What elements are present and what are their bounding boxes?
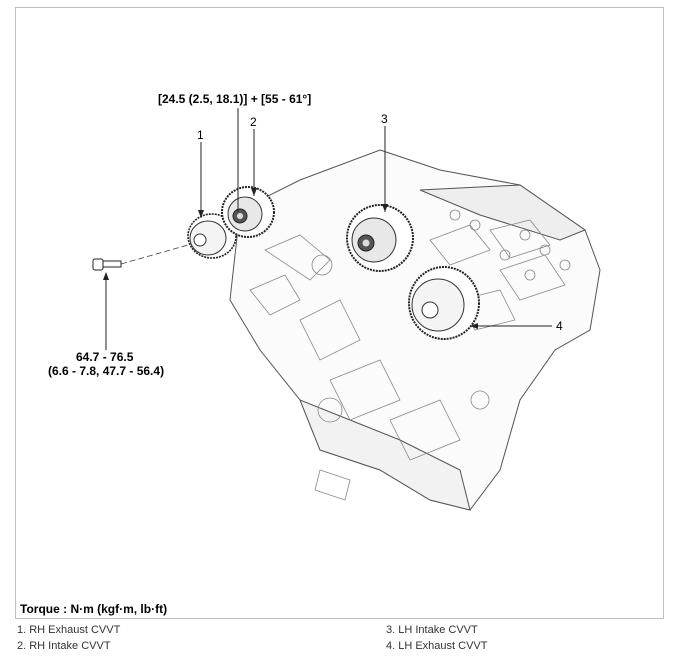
bolt-torque-line2: (6.6 - 7.8, 47.7 - 56.4) <box>48 364 165 378</box>
lh-exhaust-cvvt <box>408 266 480 340</box>
rh-cvvt-bolt-torque: [24.5 (2.5, 18.1)] + [55 - 61°] <box>158 92 312 106</box>
rh-intake-cvvt <box>221 186 275 238</box>
bolt-axis-line <box>120 244 189 265</box>
leader-lines <box>105 108 552 350</box>
engine-block <box>229 149 601 511</box>
callout-number-3: 3 <box>381 112 388 126</box>
legend-item-2: 2. RH Intake CVVT <box>17 640 111 652</box>
legend-item-4: 4. LH Exhaust CVVT <box>386 640 488 652</box>
rh-exhaust-cvvt <box>187 213 237 259</box>
legend-item-1: 1. RH Exhaust CVVT <box>17 624 121 636</box>
callout-number-2: 2 <box>250 115 257 129</box>
engine-details <box>249 209 571 501</box>
engine-diagram <box>92 108 601 511</box>
arrowheads <box>103 188 478 329</box>
callout-number-1: 1 <box>197 128 204 142</box>
callout-number-4: 4 <box>556 319 563 333</box>
legend-item-3: 3. LH Intake CVVT <box>386 624 478 636</box>
bolt-torque-line1: 64.7 - 76.5 <box>76 350 134 364</box>
lh-intake-cvvt <box>346 204 414 272</box>
cvvt-bolt <box>92 258 122 271</box>
torque-unit-label: Torque : N·m (kgf·m, lb·ft) <box>20 602 168 616</box>
diagram-frame <box>15 7 664 619</box>
